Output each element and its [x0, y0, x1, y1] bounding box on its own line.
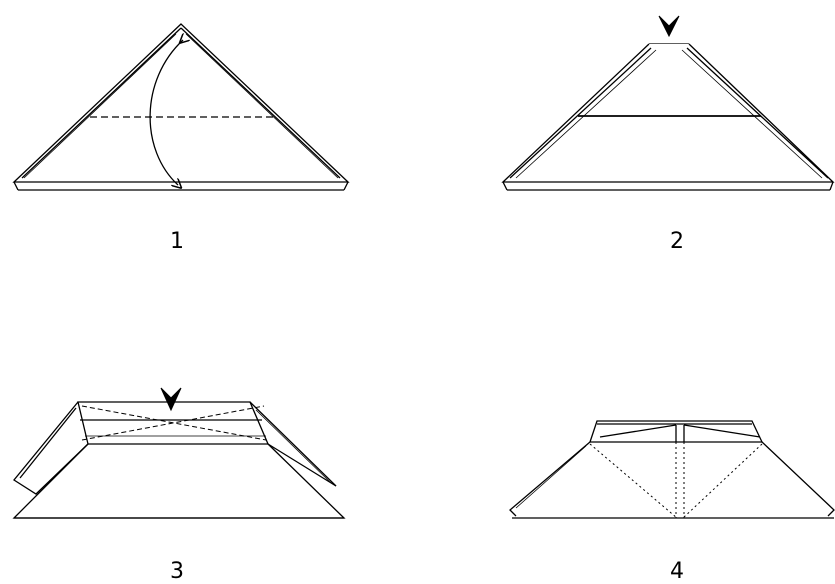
step-2-diagram	[501, 15, 835, 191]
step-4-diagram	[509, 420, 835, 519]
step-3-diagram	[12, 387, 346, 519]
step-3-x-crease-1	[81, 405, 267, 441]
step-3-x-crease-2	[81, 405, 265, 441]
step-4-right-side	[761, 441, 835, 517]
step-1-outer-triangle	[12, 23, 350, 183]
step-4-top-crease-left	[599, 424, 677, 438]
step-2-label: 2	[670, 229, 684, 254]
step-4-top-crease-right	[683, 424, 761, 438]
step-3-label: 3	[170, 559, 184, 584]
step-4-left-side	[509, 441, 591, 517]
step-1-left-layer-edge	[21, 27, 182, 179]
step-1-diagram	[12, 23, 350, 191]
inward-push-arrow-icon	[160, 387, 182, 412]
step-3-right-side	[249, 401, 337, 487]
step-4-label: 4	[670, 559, 684, 584]
fold-over-arrow-icon	[149, 40, 183, 185]
step-4-dotted-crease-left	[589, 443, 678, 519]
inward-push-arrow-icon	[658, 15, 680, 38]
step-1-label: 1	[170, 229, 184, 254]
step-4-dotted-crease-right	[682, 443, 763, 519]
step-1-right-layer-edge	[180, 27, 341, 179]
step-3-left-flap	[13, 401, 89, 495]
step-2-outer-shape	[501, 43, 835, 183]
step-3-lower-trapezoid	[12, 443, 346, 519]
